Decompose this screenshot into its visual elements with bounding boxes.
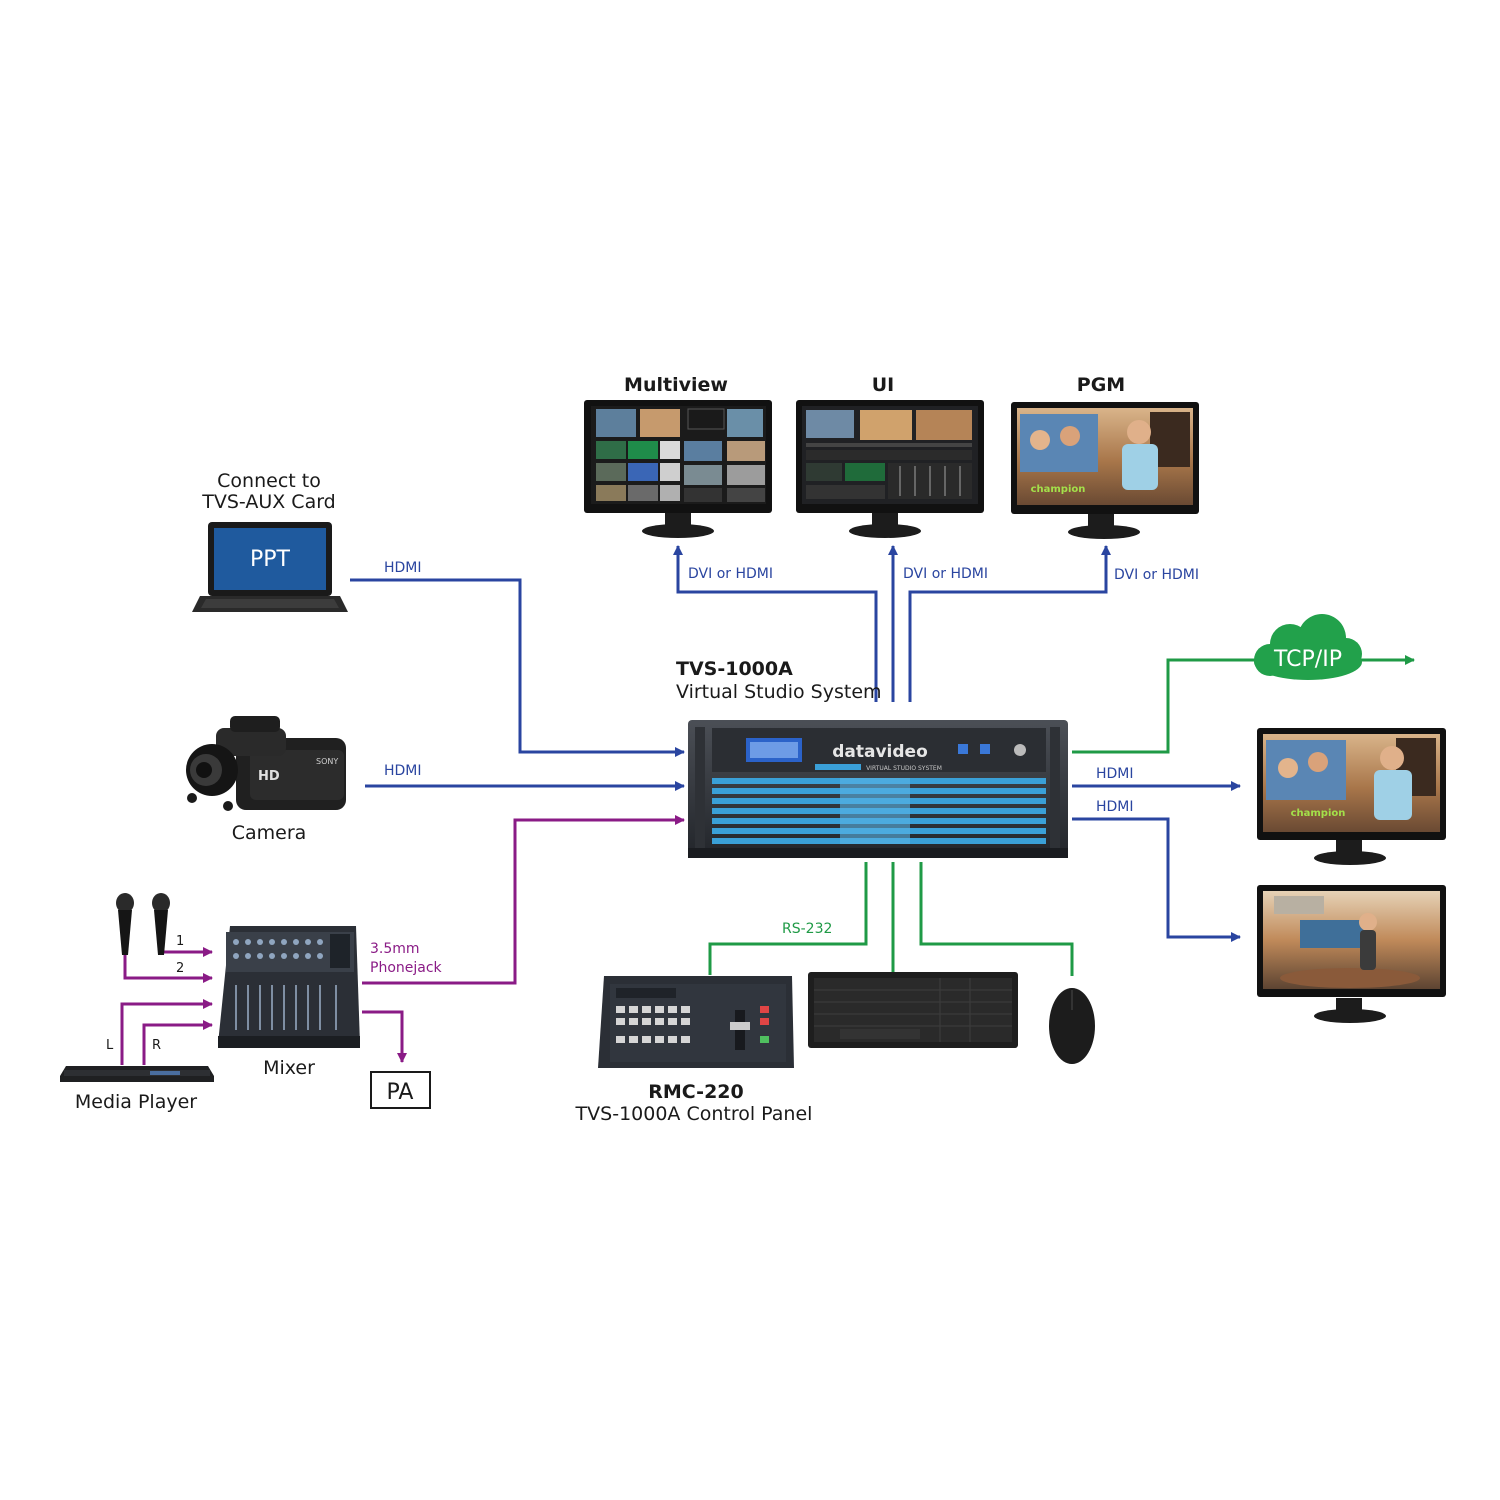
- ui-title: UI: [872, 374, 895, 396]
- keyboard: [808, 972, 1018, 1048]
- phonejack-label-2: Phonejack: [370, 960, 443, 976]
- camera-brand: SONY: [316, 757, 338, 766]
- rs232-label: RS-232: [782, 921, 832, 937]
- laptop-hdmi-line: [350, 578, 685, 757]
- microphones: [116, 893, 170, 955]
- mouse: [1049, 988, 1095, 1064]
- mixer-phonejack-line: [362, 815, 685, 985]
- multiview-link-line: [673, 545, 878, 702]
- media-player-right-line: [142, 1020, 213, 1065]
- camera: SONY HD Camera: [186, 716, 346, 844]
- output-hdmi-2-line: [1072, 817, 1241, 942]
- ui-link-label: DVI or HDMI: [903, 566, 988, 582]
- output-hdmi-1-label: HDMI: [1096, 766, 1134, 782]
- mouse-link-line: [919, 862, 1074, 976]
- svg-text:champion: champion: [1291, 808, 1346, 819]
- media-player-left-label: L: [106, 1038, 114, 1053]
- multiview-title: Multiview: [624, 374, 728, 396]
- tcpip-label: TCP/IP: [1273, 647, 1342, 672]
- rs232-link-line: [708, 862, 868, 975]
- mic-input-1-label: 1: [176, 934, 184, 949]
- media-player: Media Player: [60, 1066, 214, 1113]
- laptop: Connect to TVS-AUX Card PPT: [192, 470, 348, 612]
- main-unit-brand: datavideo: [832, 742, 928, 762]
- control-panel: RMC-220 TVS-1000A Control Panel: [575, 976, 813, 1125]
- output-monitor-1: champion: [1257, 728, 1446, 865]
- ui-monitor: UI: [796, 374, 984, 538]
- output-hdmi-2-label: HDMI: [1096, 799, 1134, 815]
- control-panel-model: RMC-220: [648, 1081, 743, 1103]
- laptop-caption-2: TVS-AUX Card: [201, 491, 336, 513]
- audio-mixer: Mixer: [218, 926, 360, 1079]
- phonejack-label-1: 3.5mm: [370, 941, 420, 957]
- camera-hdmi-label: HDMI: [384, 763, 422, 779]
- pgm-link-label: DVI or HDMI: [1114, 567, 1199, 583]
- laptop-hdmi-label: HDMI: [384, 560, 422, 576]
- output-monitor-2: [1257, 885, 1446, 1023]
- camera-badge: HD: [258, 769, 280, 784]
- tcpip-link-line: [1072, 658, 1262, 754]
- multiview-link-label: DVI or HDMI: [688, 566, 773, 582]
- pgm-link-line: [908, 545, 1111, 702]
- laptop-screen-text: PPT: [250, 547, 291, 572]
- laptop-caption-1: Connect to: [217, 470, 321, 492]
- mixer-caption: Mixer: [263, 1057, 315, 1079]
- main-unit-model: TVS-1000A: [676, 658, 793, 680]
- mic1-line: [159, 925, 213, 957]
- pa-label: PA: [387, 1080, 414, 1105]
- mixer-pa-line: [362, 1010, 407, 1063]
- svg-text:champion: champion: [1031, 484, 1086, 495]
- camera-caption: Camera: [232, 822, 307, 844]
- media-player-left-line: [120, 999, 213, 1065]
- tcpip-cloud: TCP/IP: [1254, 614, 1362, 680]
- multiview-monitor: Multiview: [584, 374, 772, 538]
- control-panel-subtitle: TVS-1000A Control Panel: [575, 1103, 813, 1125]
- pgm-monitor: PGM champion: [1011, 374, 1199, 539]
- media-player-caption: Media Player: [75, 1091, 197, 1113]
- media-player-right-label: R: [152, 1038, 161, 1053]
- main-unit: TVS-1000A Virtual Studio System datavide…: [676, 658, 1068, 858]
- main-unit-panel-text: VIRTUAL STUDIO SYSTEM: [866, 765, 942, 772]
- pgm-title: PGM: [1077, 374, 1125, 396]
- mic-input-2-label: 2: [176, 961, 184, 976]
- pa-box: PA: [370, 1071, 431, 1109]
- main-unit-subtitle: Virtual Studio System: [676, 681, 882, 703]
